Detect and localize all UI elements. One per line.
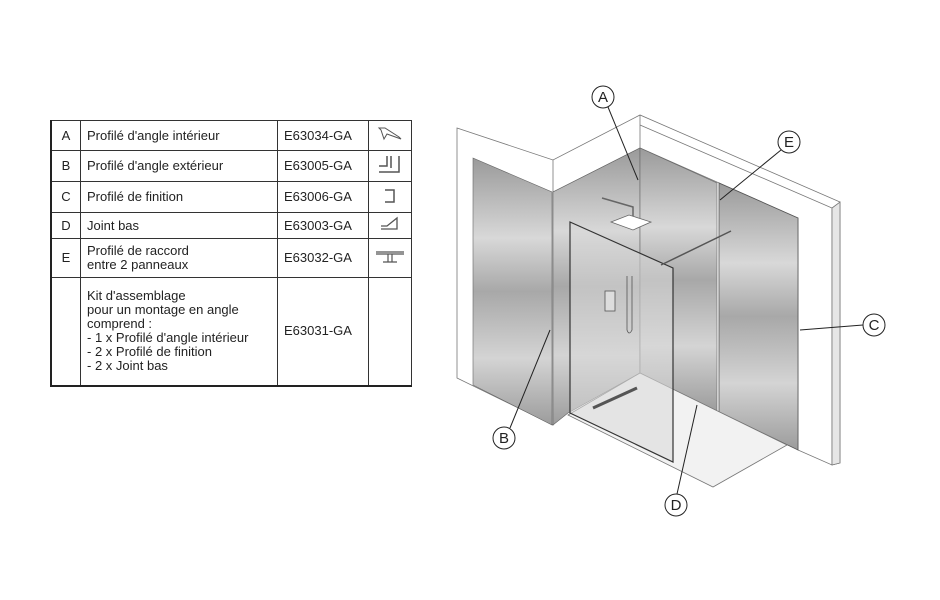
mixer [604,276,633,334]
stabiliser-bar [660,230,732,266]
row-letter: D [50,212,81,239]
finishing-profile-icon [385,188,395,203]
kit-description: Kit d'assemblage pour un montage en angl… [80,277,278,386]
kit-line: Kit d'assemblage [87,288,186,304]
kit-line: - 1 x Profilé d'angle intérieur [87,330,249,346]
callout-a: A [598,89,608,106]
row-name: Profilé d'angle extérieur [80,150,278,182]
outer-angle-profile-icon [379,155,400,173]
row-name: Profilé de finition [80,181,278,213]
bottom-seal-icon [381,216,398,230]
row-name-line: entre 2 panneaux [87,257,189,272]
table-row-kit: Kit d'assemblage pour un montage en angl… [50,277,412,386]
kit-line: - 2 x Joint bas [87,358,168,374]
row-code: E63034-GA [277,120,369,151]
row-code: E63032-GA [277,238,369,278]
row-code: E63005-GA [277,150,369,182]
kit-line: comprend : [87,316,153,332]
table-row: C Profilé de finition E63006-GA [50,181,412,213]
row-letter: E [50,238,81,278]
parts-table: A Profilé d'angle intérieur E63034-GA B … [50,120,412,387]
back-right-panel [718,182,799,451]
callout-d: D [671,497,682,514]
left-wall-panel [472,157,553,426]
kit-code: E63031-GA [277,277,369,386]
row-code: E63003-GA [277,212,369,239]
kit-line: pour un montage en angle [87,302,239,318]
inner-angle-profile-icon [377,127,402,141]
kit-line: - 2 x Profilé de finition [87,344,213,360]
drain [592,386,638,410]
row-name: Joint bas [80,212,278,239]
panel-joint-profile-icon [376,250,404,263]
glass-panel [569,221,674,463]
row-name-line: Profilé de raccord [87,243,189,258]
table-row: A Profilé d'angle intérieur E63034-GA [50,120,412,151]
table-row: B Profilé d'angle extérieur E63005-GA [50,150,412,182]
callout-e: E [784,134,794,151]
callout-c: C [869,317,880,334]
callout-b: B [499,430,509,447]
shower-head [601,197,653,231]
table-row: D Joint bas E63003-GA [50,212,412,239]
callouts [492,85,886,517]
row-letter: C [50,181,81,213]
